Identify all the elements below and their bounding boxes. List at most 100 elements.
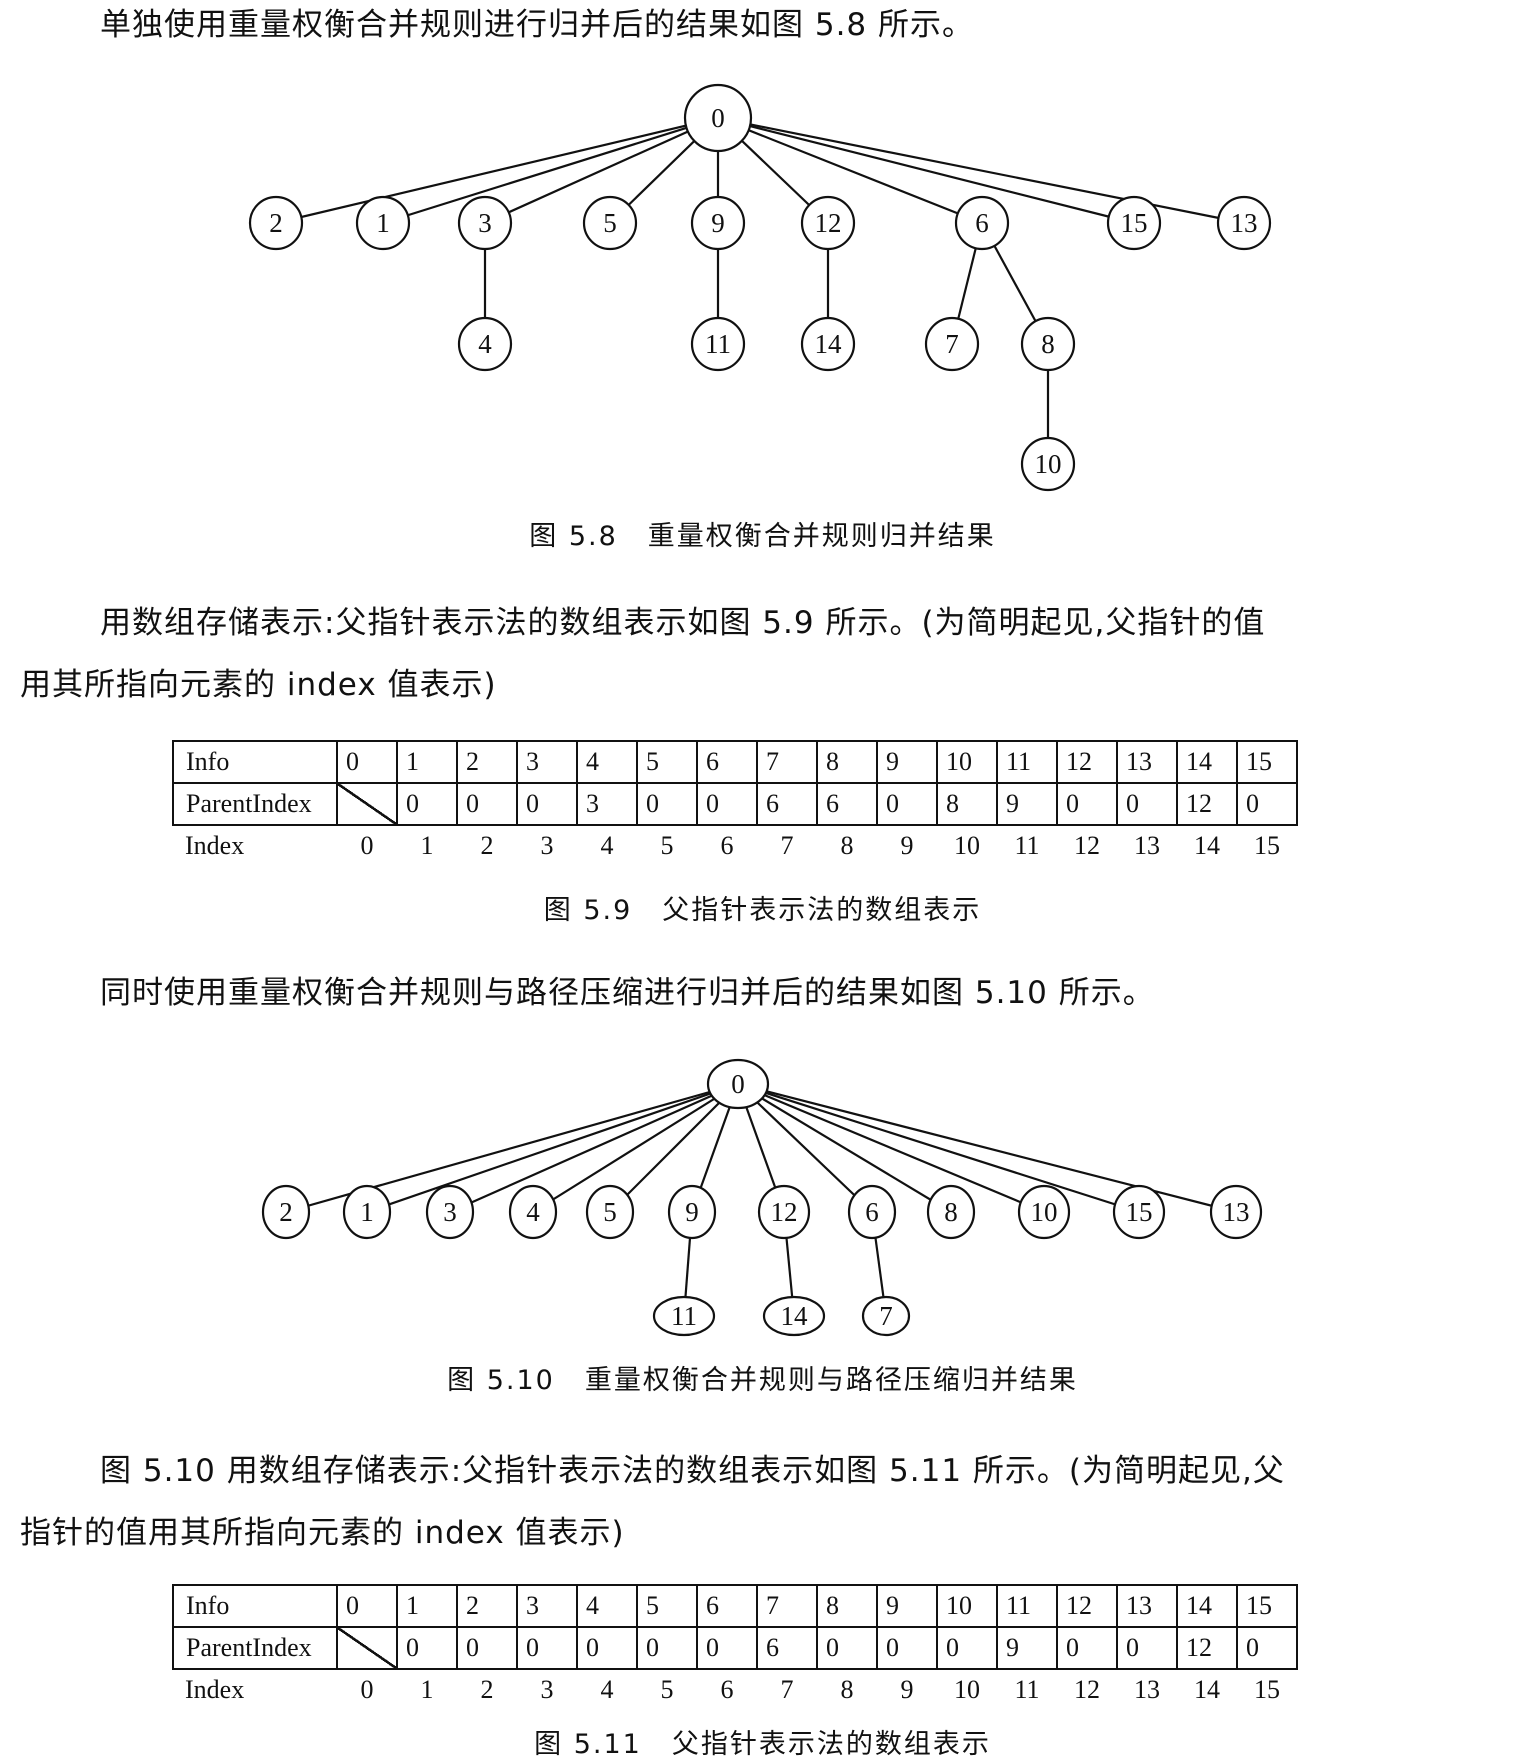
index-cell: 14 (1194, 1675, 1220, 1704)
parent-cell: 0 (1056, 1626, 1118, 1670)
info-cell: 3 (516, 740, 578, 784)
tree-node-2: 2 (248, 195, 304, 251)
row-label-parent-index: ParentIndex (172, 782, 338, 826)
info-cell: 1 (396, 740, 458, 784)
index-cell: 2 (480, 831, 494, 860)
info-cell: 14 (1176, 1584, 1238, 1628)
index-cell: 4 (600, 1675, 614, 1704)
edge-0-6 (717, 116, 983, 225)
info-cell: 9 (876, 740, 938, 784)
edge-0-1 (382, 116, 719, 225)
parent-cell: 12 (1176, 1626, 1238, 1670)
parent-cell: 0 (876, 782, 938, 826)
index-cell: 1 (420, 1675, 434, 1704)
paragraph-4-line-1: 图 5.10 用数组存储表示:父指针表示法的数组表示如图 5.11 所示。(为简… (100, 1453, 1285, 1489)
svg-text:10: 10 (1035, 449, 1062, 479)
paragraph-2-line-2: 用其所指向元素的 index 值表示) (20, 667, 497, 703)
parent-cell: 0 (696, 1626, 758, 1670)
tree-node-8: 8 (926, 1184, 976, 1240)
parent-cell: 6 (756, 1626, 818, 1670)
edge-0-3 (484, 116, 719, 225)
parent-cell: 0 (1116, 1626, 1178, 1670)
figure-5-10-tree: 0 2 1 3 4 5 9 12 6 8 10 15 13 11 14 7 (261, 1058, 1263, 1337)
parent-cell: 0 (816, 1626, 878, 1670)
caption-number: 图 5.10 (447, 1365, 555, 1396)
parent-cell: 0 (456, 1626, 518, 1670)
index-cell: 12 (1074, 1675, 1100, 1704)
info-cell: 5 (636, 1584, 698, 1628)
row-label-info: Info (172, 1584, 338, 1628)
edge-0-13 (737, 1082, 1237, 1214)
info-cell: 6 (696, 740, 758, 784)
tree-node-4: 4 (508, 1184, 558, 1240)
index-cell: 7 (780, 831, 794, 860)
tree-node-7: 7 (924, 316, 980, 372)
parent-cell: 9 (996, 1626, 1058, 1670)
info-cell: 9 (876, 1584, 938, 1628)
svg-text:11: 11 (705, 329, 731, 359)
parent-cell: 0 (396, 782, 458, 826)
paragraph-4: 图 5.10 用数组存储表示:父指针表示法的数组表示如图 5.11 所示。(为简… (0, 1440, 1525, 1564)
svg-text:14: 14 (815, 329, 843, 359)
index-cell: 2 (480, 1675, 494, 1704)
figure-5-8-tree: 0 2 1 3 5 9 12 6 15 13 4 11 14 7 8 10 (248, 83, 1272, 492)
parent-cell: 0 (936, 1626, 998, 1670)
info-cell: 3 (516, 1584, 578, 1628)
info-cell: 7 (756, 740, 818, 784)
svg-text:14: 14 (781, 1301, 809, 1331)
info-row: Info 0 1 2 3 4 5 6 7 8 9 10 11 12 13 14 … (172, 1584, 1298, 1628)
index-cell: 10 (954, 1675, 980, 1704)
svg-text:3: 3 (478, 208, 492, 238)
tree-node-1: 1 (342, 1184, 392, 1240)
svg-text:15: 15 (1121, 208, 1148, 238)
index-cell: 5 (660, 1675, 674, 1704)
index-cell: 8 (840, 1675, 854, 1704)
info-cell: 12 (1056, 740, 1118, 784)
tree-node-9: 9 (690, 195, 746, 251)
index-cell: 10 (954, 831, 980, 860)
parent-cell: 0 (516, 1626, 578, 1670)
index-row: Index 0 1 2 3 4 5 6 7 8 9 10 11 12 13 14… (173, 1669, 1297, 1710)
caption-text: 父指针表示法的数组表示 (671, 1729, 991, 1760)
index-cell: 6 (720, 831, 734, 860)
svg-text:8: 8 (1041, 329, 1055, 359)
svg-text:8: 8 (944, 1197, 958, 1227)
index-row: Index 0 1 2 3 4 5 6 7 8 9 10 11 12 13 14… (173, 825, 1297, 866)
index-cell: 14 (1194, 831, 1220, 860)
info-cell: 5 (636, 740, 698, 784)
tree-node-15: 15 (1106, 195, 1162, 251)
index-cell: 15 (1254, 831, 1280, 860)
info-cell: 15 (1236, 1584, 1298, 1628)
svg-text:0: 0 (731, 1069, 745, 1099)
tree-node-2: 2 (261, 1184, 311, 1240)
tree-node-13: 13 (1209, 1184, 1263, 1240)
svg-text:5: 5 (603, 208, 617, 238)
svg-text:1: 1 (360, 1197, 374, 1227)
parent-cell: 0 (696, 782, 758, 826)
paragraph-2-line-1: 用数组存储表示:父指针表示法的数组表示如图 5.9 所示。(为简明起见,父指针的… (100, 605, 1266, 641)
index-cell: 12 (1074, 831, 1100, 860)
parent-cell: 6 (756, 782, 818, 826)
parent-cell: 0 (1116, 782, 1178, 826)
edge-0-4 (532, 1083, 739, 1213)
edge-0-1 (366, 1082, 739, 1214)
row-label-info: Info (172, 740, 338, 784)
parent-cell: 0 (456, 782, 518, 826)
index-cell: 9 (900, 831, 914, 860)
info-cell: 1 (396, 1584, 458, 1628)
caption-text: 重量权衡合并规则归并结果 (647, 521, 996, 552)
paragraph-3-text: 同时使用重量权衡合并规则与路径压缩进行归并后的结果如图 5.10 所示。 (100, 975, 1155, 1011)
paragraph-2: 用数组存储表示:父指针表示法的数组表示如图 5.9 所示。(为简明起见,父指针的… (0, 592, 1525, 716)
index-cell: 9 (900, 1675, 914, 1704)
info-cell: 2 (456, 1584, 518, 1628)
parent-cell: 0 (636, 782, 698, 826)
edge-0-8 (737, 1083, 952, 1213)
caption-number: 图 5.9 (543, 895, 633, 926)
info-cell: 13 (1116, 1584, 1178, 1628)
tree-node-9: 9 (667, 1184, 717, 1240)
edge-0-10 (737, 1082, 1045, 1214)
